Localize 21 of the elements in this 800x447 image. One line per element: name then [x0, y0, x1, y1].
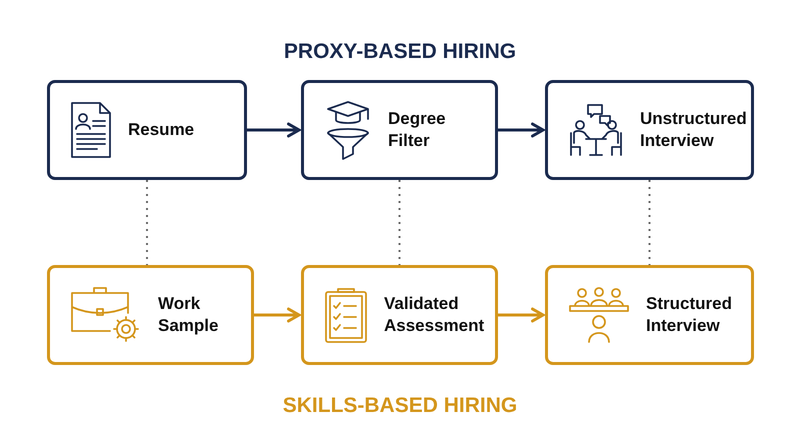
process-box: [47, 80, 247, 180]
arrow: [498, 122, 544, 138]
process-box: [545, 265, 754, 365]
box-label: Structured Interview: [646, 293, 732, 337]
dotted-connector: [146, 180, 148, 265]
box-label: Unstructured Interview: [640, 108, 747, 152]
box-label: Resume: [128, 119, 194, 141]
dotted-connector: [648, 180, 650, 265]
arrow: [254, 308, 300, 322]
box-label: Work Sample: [158, 293, 220, 337]
process-box: [301, 265, 498, 365]
arrow: [498, 308, 544, 322]
section-heading: PROXY-BASED HIRING: [284, 39, 516, 65]
process-box: [545, 80, 754, 180]
process-box: [47, 265, 254, 365]
box-label: Validated Assessment: [384, 293, 484, 337]
process-box: [301, 80, 498, 180]
box-label: Degree Filter: [388, 108, 447, 152]
dotted-connector: [398, 180, 400, 265]
section-heading: SKILLS-BASED HIRING: [282, 393, 518, 419]
arrow: [247, 122, 300, 138]
